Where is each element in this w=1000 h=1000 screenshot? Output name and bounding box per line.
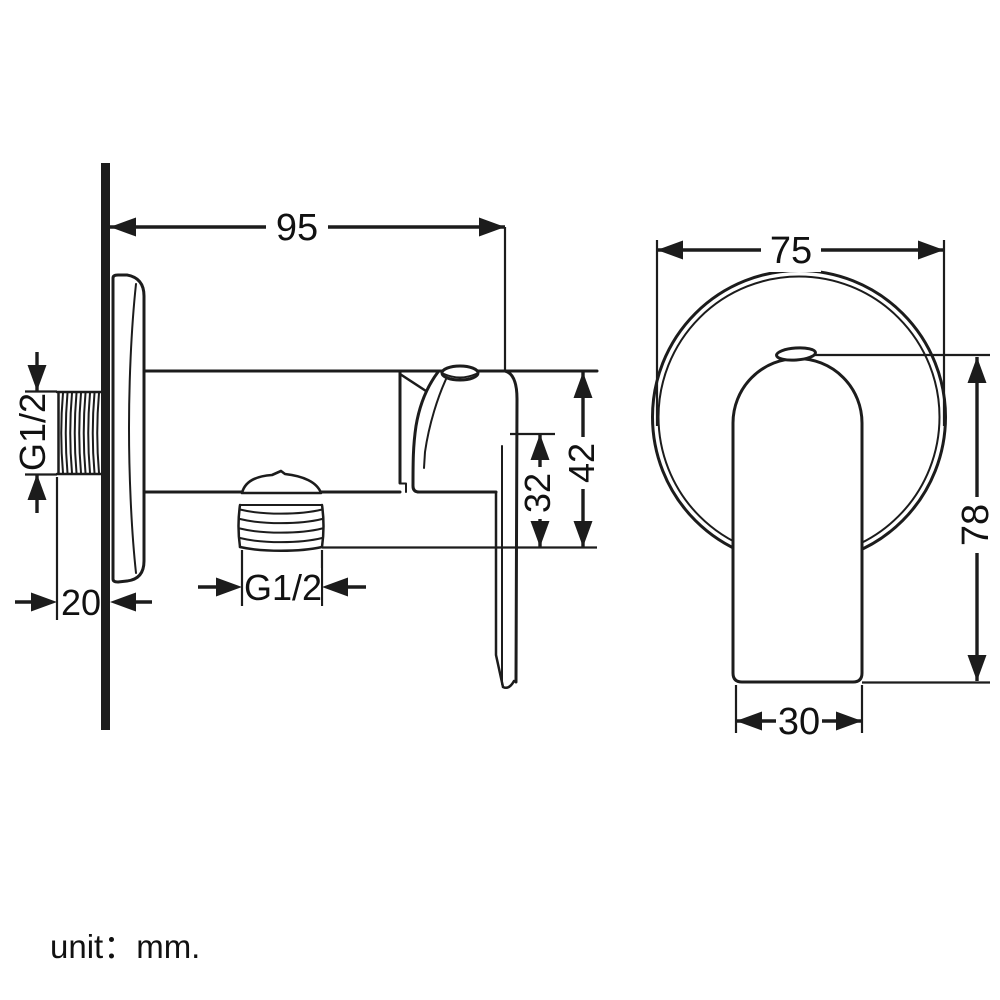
outlet-dome	[240, 469, 323, 495]
dimension-20: 20	[15, 477, 152, 623]
dim-text-42: 42	[561, 443, 602, 483]
handle-front	[731, 346, 864, 684]
arrowhead-icon	[573, 521, 593, 547]
side-view: 95 G1/2 20 G1/2	[12, 163, 602, 730]
flange	[111, 273, 146, 584]
dim-text-95: 95	[276, 207, 318, 249]
arrowhead-icon	[110, 592, 136, 612]
cartridge-button	[440, 364, 480, 382]
dim-text-75: 75	[770, 230, 812, 272]
arrowhead-icon	[967, 357, 987, 383]
unit-note: unit：mm.	[50, 928, 200, 965]
dim-text-78: 78	[955, 504, 997, 546]
dimension-95: 95	[110, 205, 507, 371]
lever-tip	[775, 346, 817, 362]
arrowhead-icon	[657, 240, 683, 260]
arrowhead-icon	[27, 474, 47, 500]
arrowhead-icon	[736, 711, 762, 731]
arrowhead-icon	[27, 365, 47, 391]
dimension-32: 32	[510, 432, 558, 547]
arrowhead-icon	[967, 655, 987, 681]
arrowhead-icon	[322, 577, 348, 597]
dimension-outlet-g12: G1/2	[198, 550, 366, 608]
dim-text-30: 30	[778, 701, 820, 743]
arrowhead-icon	[31, 592, 57, 612]
dim-text-outlet-thread: G1/2	[244, 567, 322, 608]
front-view: 75 78 30	[651, 228, 997, 743]
arrowhead-icon	[110, 217, 136, 237]
dimension-inlet-g12: G1/2	[12, 352, 57, 513]
handle-blade	[494, 445, 516, 689]
arrowhead-icon	[479, 217, 505, 237]
dimension-30: 30	[734, 685, 864, 743]
dimension-42: 42	[561, 372, 602, 547]
dimension-78: 78	[813, 353, 997, 684]
dim-text-20: 20	[61, 582, 101, 623]
outlet-thread	[237, 503, 325, 552]
arrowhead-icon	[216, 577, 242, 597]
arrowhead-icon	[836, 711, 862, 731]
dim-text-32: 32	[517, 473, 558, 513]
arrowhead-icon	[530, 434, 550, 460]
dimension-75: 75	[655, 228, 946, 426]
wall-line	[101, 163, 110, 730]
dim-text-inlet-thread: G1/2	[12, 393, 53, 471]
inlet-thread	[55, 390, 103, 476]
outlet	[237, 469, 325, 552]
arrowhead-icon	[573, 372, 593, 398]
arrowhead-icon	[918, 240, 944, 260]
handle-side	[398, 364, 519, 689]
arrowhead-icon	[530, 521, 550, 547]
